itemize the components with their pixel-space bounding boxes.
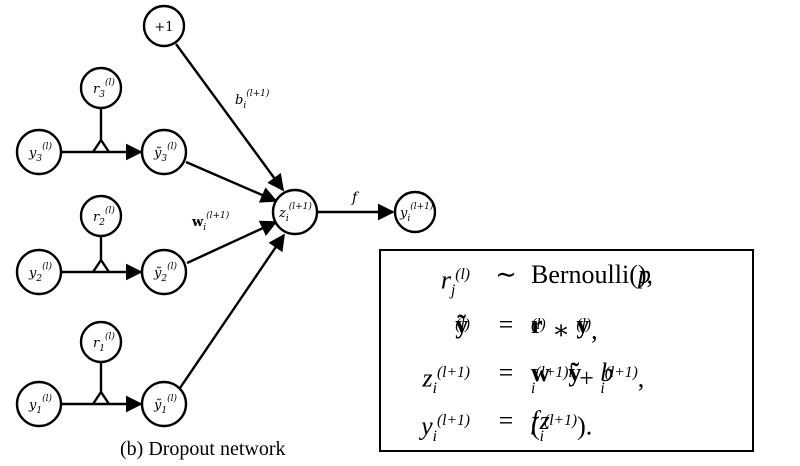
node-ytilde2: ỹ2(l) bbox=[140, 248, 188, 296]
equation-1-rhs: Bernoulli(p), bbox=[531, 260, 654, 289]
edge-yt2-to-z bbox=[186, 220, 278, 265]
equation-3-relation: = bbox=[498, 358, 514, 387]
edge-yt3-to-z bbox=[185, 160, 278, 203]
equation-2-lhs: ỹ(l) bbox=[455, 310, 470, 339]
edge-bias-to-z bbox=[175, 43, 284, 192]
node-y1: y1(l) bbox=[15, 380, 63, 428]
equation-row-1: rj(l) ∼ Bernoulli(p), bbox=[381, 257, 752, 307]
node-ytilde3: ỹ3(l) bbox=[140, 128, 188, 176]
node-r2: r2(l) bbox=[79, 194, 123, 238]
edge-label-activation: f bbox=[351, 190, 360, 206]
edges bbox=[62, 43, 395, 413]
edge-label-bias: bi(l+1) bbox=[235, 88, 270, 111]
node-r1: r1(l) bbox=[79, 320, 123, 364]
node-ytilde1: ỹ1(l) bbox=[140, 380, 188, 428]
equation-row-2: ỹ(l) = r(l) ∗ y(l), bbox=[381, 307, 752, 357]
equation-2-rhs: r(l) ∗ y(l), bbox=[531, 310, 598, 345]
node-r3: r3(l) bbox=[79, 66, 123, 110]
mask-gate-3 bbox=[92, 137, 110, 153]
equation-4-lhs: yi(l+1) bbox=[421, 411, 470, 445]
node-y3: y3(l) bbox=[15, 128, 63, 176]
node-bias-label: +1 bbox=[154, 20, 173, 35]
node-z: zi(l+1) bbox=[271, 188, 319, 236]
equation-1-relation: ∼ bbox=[495, 260, 517, 289]
node-output: yi(l+1) bbox=[393, 190, 437, 234]
mask-gate-1 bbox=[92, 389, 110, 405]
node-y2: y2(l) bbox=[15, 248, 63, 296]
equation-1-lhs: rj(l) bbox=[440, 265, 470, 299]
equation-4-relation: = bbox=[498, 406, 514, 435]
equation-2-relation: = bbox=[498, 310, 514, 339]
edge-label-weights: wi(l+1) bbox=[191, 210, 230, 233]
equations-box: rj(l) ∼ Bernoulli(p), ỹ(l) = r(l) ∗ y(l)… bbox=[379, 249, 754, 452]
node-bias: +1 bbox=[142, 4, 186, 48]
figure-caption: (b) Dropout network bbox=[120, 438, 286, 460]
equation-3-lhs: zi(l+1) bbox=[422, 363, 470, 397]
edge-yt1-to-z bbox=[179, 233, 285, 389]
mask-gate-2 bbox=[92, 257, 110, 273]
